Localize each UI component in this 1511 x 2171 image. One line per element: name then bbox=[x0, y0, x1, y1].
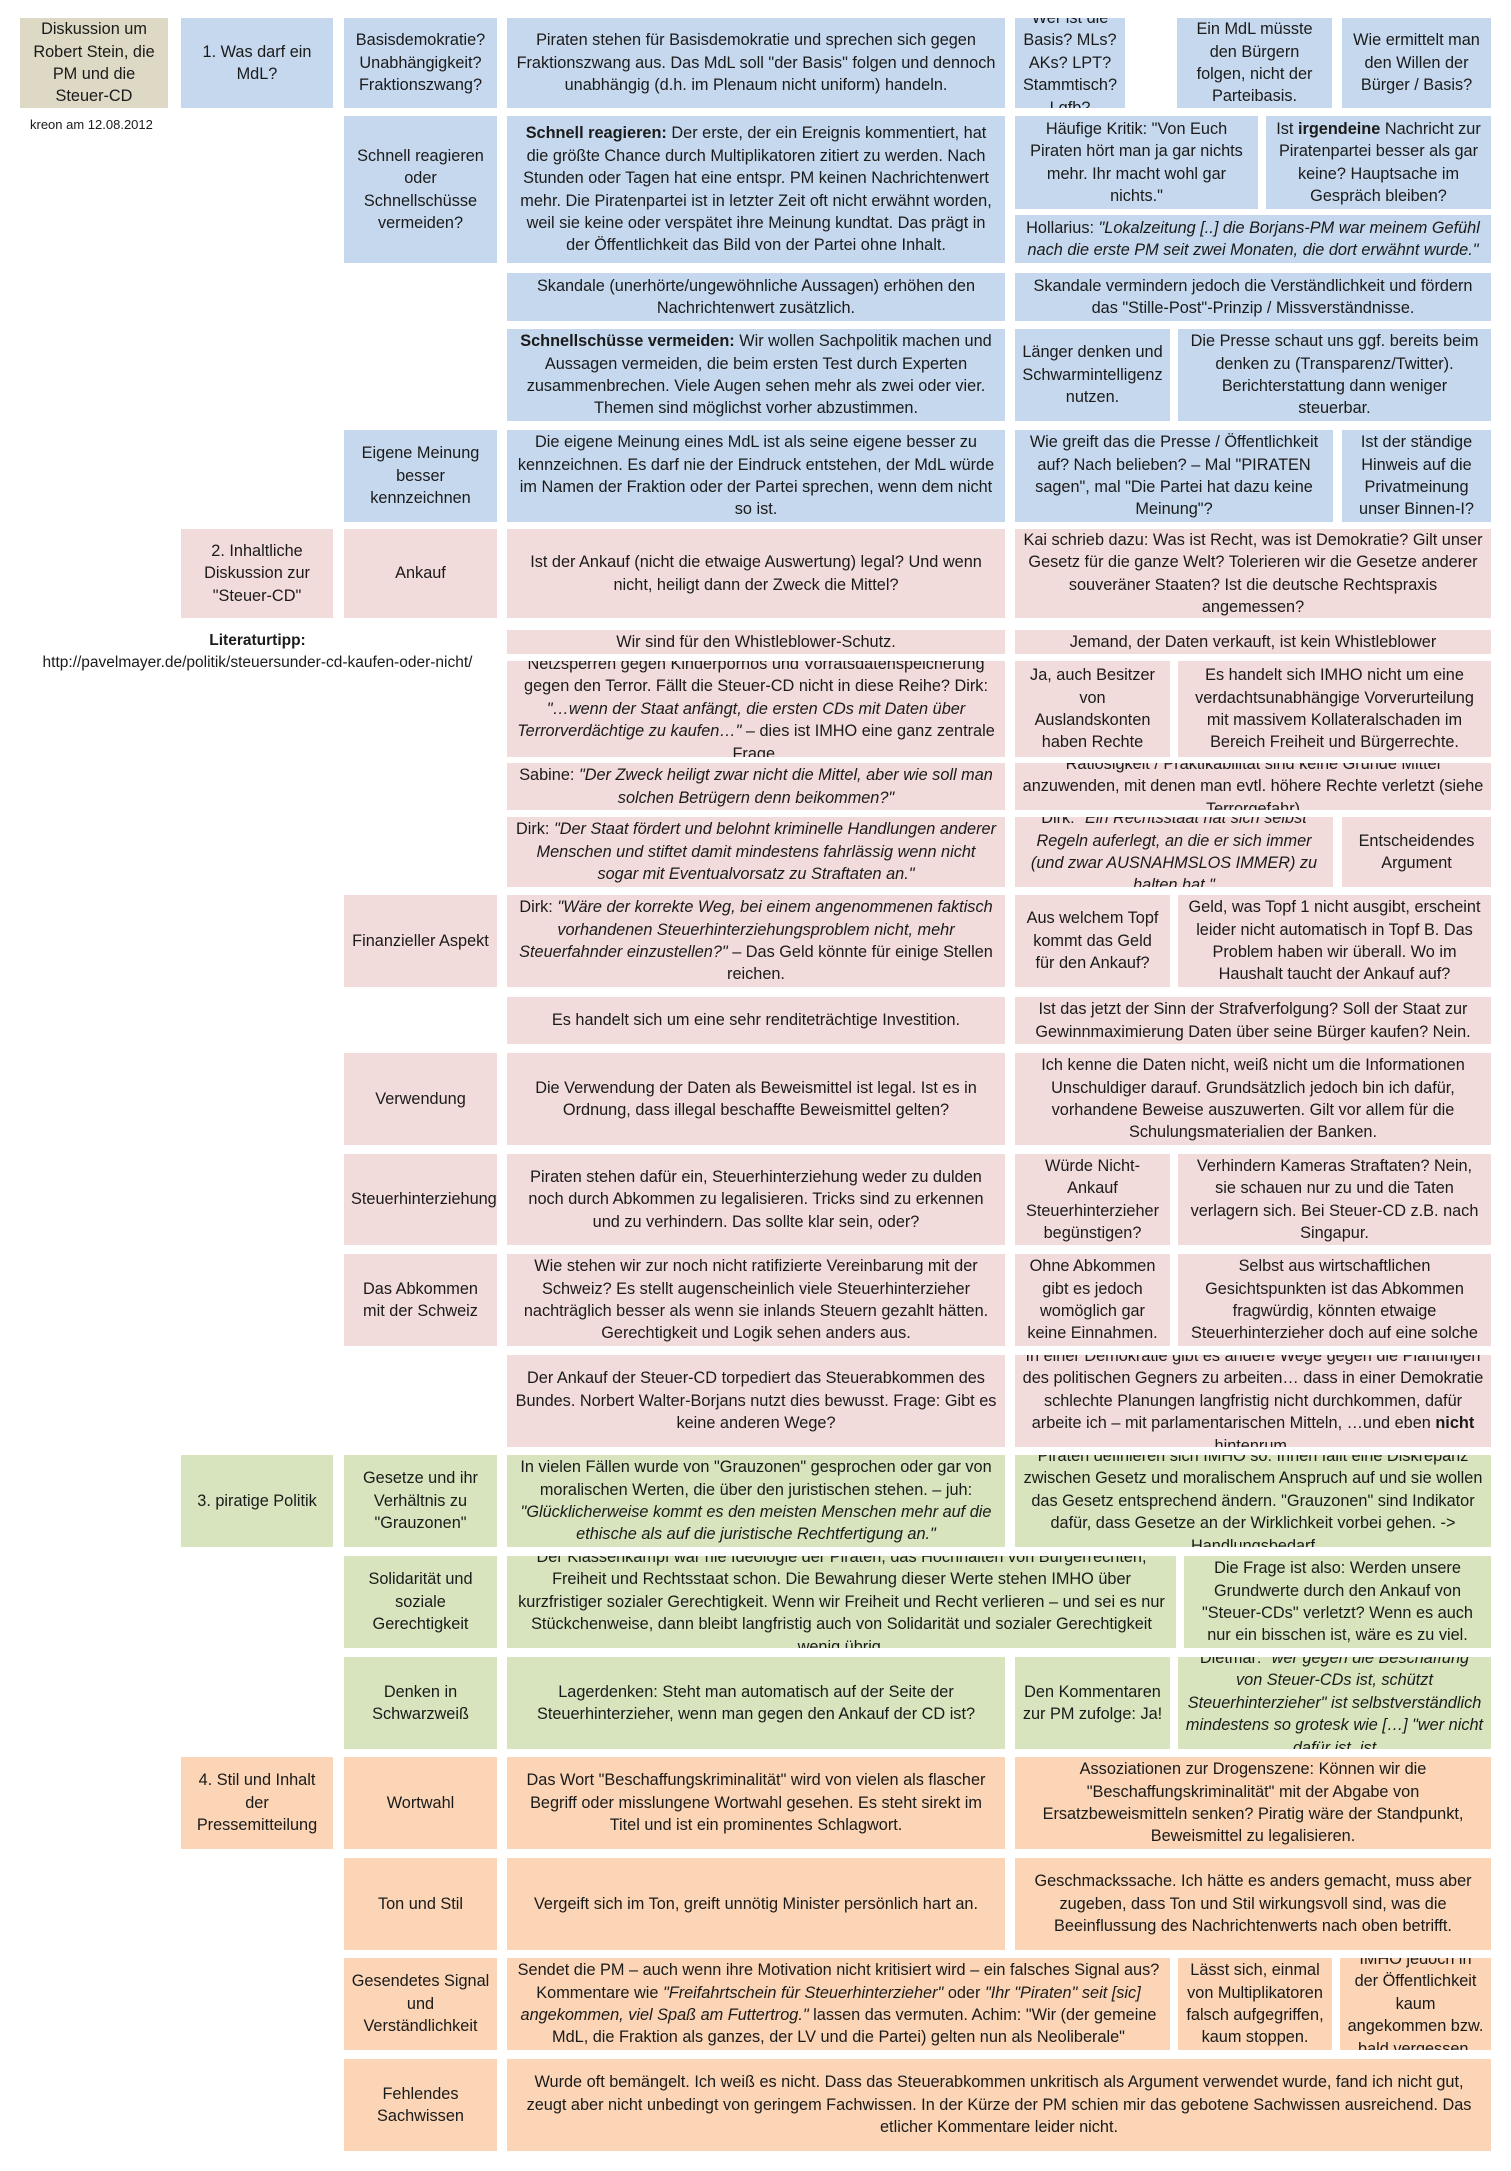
comment-cell: Häufige Kritik: "Von Euch Piraten hört m… bbox=[1015, 116, 1258, 209]
statement-cell: Die eigene Meinung eines MdL ist als sei… bbox=[507, 430, 1005, 522]
decisive-argument-cell: Entscheidendes Argument bbox=[1342, 817, 1491, 887]
statement-cell: Lagerdenken: Steht man automatisch auf d… bbox=[507, 1657, 1005, 1749]
topic-basisdemokratie: Basisdemokratie? Unabhängigkeit? Fraktio… bbox=[344, 18, 497, 108]
document-title-box: Diskussion um Robert Stein, die PM und d… bbox=[20, 18, 168, 108]
statement-cell: Das Wort "Beschaffungskriminalität" wird… bbox=[507, 1757, 1005, 1849]
statement-cell: Die Verwendung der Daten als Beweismitte… bbox=[507, 1053, 1005, 1145]
document-title: Diskussion um Robert Stein, die PM und d… bbox=[33, 20, 155, 106]
statement-cell: In vielen Fällen wurde von "Grauzonen" g… bbox=[507, 1455, 1005, 1547]
literature-url: http://pavelmayer.de/politik/steuersunde… bbox=[42, 654, 473, 671]
comment-cell: Ist das jetzt der Sinn der Strafverfolgu… bbox=[1015, 997, 1491, 1044]
statement-cell: Piraten stehen für Basisdemokratie und s… bbox=[507, 18, 1005, 108]
comment-cell: Aus welchem Topf kommt das Geld für den … bbox=[1015, 895, 1170, 987]
statement-cell: Es handelt sich um eine sehr renditeträc… bbox=[507, 997, 1005, 1044]
statement-cell: Vergeift sich im Ton, greift unnötig Min… bbox=[507, 1858, 1005, 1950]
comment-cell: Ein MdL müsste den Bürgern folgen, nicht… bbox=[1177, 18, 1332, 108]
comment-cell: Dietmar: "wer gegen die Beschaffung von … bbox=[1178, 1657, 1491, 1749]
section-3: 3. piratige Politik bbox=[181, 1455, 333, 1547]
statement-cell: Sabine: "Der Zweck heiligt zwar nicht di… bbox=[507, 763, 1005, 810]
author-line: kreon am 12.08.2012 bbox=[30, 117, 153, 132]
comment-cell: Würde Nicht-Ankauf Steuerhinterzieher be… bbox=[1015, 1154, 1170, 1245]
comment-cell: Ist irgendeine Nachricht zur Piratenpart… bbox=[1266, 116, 1491, 209]
statement-cell: Piraten stehen dafür ein, Steuerhinterzi… bbox=[507, 1154, 1005, 1245]
statement-cell: Schnell reagieren: Der erste, der ein Er… bbox=[507, 116, 1005, 263]
comment-cell: Den Kommentaren zur PM zufolge: Ja! bbox=[1015, 1657, 1170, 1749]
topic-solidaritaet: Solidarität und soziale Gerechtigkeit bbox=[344, 1556, 497, 1648]
topic-schnell-reagieren: Schnell reagieren oder Schnellschüsse ve… bbox=[344, 116, 497, 263]
comment-cell: Ich kenne die Daten nicht, weiß nicht um… bbox=[1015, 1053, 1491, 1145]
topic-abkommen-schweiz: Das Abkommen mit der Schweiz bbox=[344, 1254, 497, 1346]
literature-tip: Literaturtipp: http://pavelmayer.de/poli… bbox=[20, 630, 495, 674]
comment-cell: Skandale vermindern jedoch die Verständl… bbox=[1015, 273, 1491, 321]
statement-cell: Schnellschüsse vermeiden: Wir wollen Sac… bbox=[507, 329, 1005, 421]
comment-cell: Wie ermittelt man den Willen der Bürger … bbox=[1342, 18, 1491, 108]
section-2: 2. Inhaltliche Diskussion zur "Steuer-CD… bbox=[181, 529, 333, 618]
statement-cell: Skandale (unerhörte/ungewöhnliche Aussag… bbox=[507, 273, 1005, 321]
statement-cell: Ist der Ankauf (nicht die etwaige Auswer… bbox=[507, 529, 1005, 618]
topic-eigene-meinung: Eigene Meinung besser kennzeichnen bbox=[344, 430, 497, 522]
statement-cell: Wie stehen wir zur noch nicht ratifizier… bbox=[507, 1254, 1005, 1346]
statement-cell: Der Ankauf der Steuer-CD torpediert das … bbox=[507, 1355, 1005, 1447]
topic-verwendung: Verwendung bbox=[344, 1053, 497, 1145]
statement-cell: Der Klassenkampf war nie Ideologie der P… bbox=[507, 1556, 1176, 1648]
topic-gesetze-grauzonen: Gesetze und ihr Verhältnis zu "Grauzonen… bbox=[344, 1455, 497, 1547]
comment-cell: Ist der ständige Hinweis auf die Privatm… bbox=[1342, 430, 1491, 522]
topic-signal: Gesendetes Signal und Verständlichkeit bbox=[344, 1958, 497, 2050]
statement-cell: Netzsperren gegen Kinderpornos und Vorra… bbox=[507, 661, 1005, 757]
comment-cell: Piraten definieren sich IMHO so: Ihnen f… bbox=[1015, 1455, 1491, 1547]
comment-cell: Es handelt sich IMHO nicht um eine verda… bbox=[1178, 661, 1491, 757]
topic-ankauf: Ankauf bbox=[344, 529, 497, 618]
comment-cell: Ohne Abkommen gibt es jedoch womöglich g… bbox=[1015, 1254, 1170, 1346]
statement-cell: Wir sind für den Whistleblower-Schutz. bbox=[507, 630, 1005, 654]
topic-wortwahl: Wortwahl bbox=[344, 1757, 497, 1849]
statement-cell: Dirk: "Der Staat fördert und belohnt kri… bbox=[507, 817, 1005, 887]
comment-cell: Wer ist die Basis? MLs? AKs? LPT? Stammt… bbox=[1015, 18, 1125, 108]
comment-cell: Geld, was Topf 1 nicht ausgibt, erschein… bbox=[1178, 895, 1491, 987]
topic-sachwissen: Fehlendes Sachwissen bbox=[344, 2059, 497, 2151]
topic-ton-stil: Ton und Stil bbox=[344, 1858, 497, 1950]
comment-cell: Dirk: "Ein Rechtsstaat hat sich selbst R… bbox=[1015, 817, 1333, 887]
comment-cell: Lässt sich, einmal von Multiplikatoren f… bbox=[1178, 1958, 1332, 2050]
comment-cell: Jemand, der Daten verkauft, ist kein Whi… bbox=[1015, 630, 1491, 654]
comment-cell: Ratlosigkeit / Praktikabilität sind kein… bbox=[1015, 763, 1491, 810]
comment-cell: Ja, auch Besitzer von Auslandskonten hab… bbox=[1015, 661, 1170, 757]
comment-cell: Geschmackssache. Ich hätte es anders gem… bbox=[1015, 1858, 1491, 1950]
comment-cell: Die Presse schaut uns ggf. bereits beim … bbox=[1178, 329, 1491, 421]
comment-cell: In einer Demokratie gibt es andere Wege … bbox=[1015, 1355, 1491, 1447]
comment-cell: Verhindern Kameras Straftaten? Nein, sie… bbox=[1178, 1154, 1491, 1245]
statement-cell: Wurde oft bemängelt. Ich weiß es nicht. … bbox=[507, 2059, 1491, 2151]
literature-label: Literaturtipp: bbox=[209, 632, 306, 649]
section-4: 4. Stil und Inhalt der Pressemitteilung bbox=[181, 1757, 333, 1849]
section-1: 1. Was darf ein MdL? bbox=[181, 18, 333, 108]
comment-cell: Kai schrieb dazu: Was ist Recht, was ist… bbox=[1015, 529, 1491, 618]
statement-cell: Dirk: "Wäre der korrekte Weg, bei einem … bbox=[507, 895, 1005, 987]
topic-steuerhinterziehung: Steuerhinterziehung bbox=[344, 1154, 497, 1245]
comment-cell: IMHO jedoch in der Öffentlichkeit kaum a… bbox=[1340, 1958, 1491, 2050]
topic-finanzieller-aspekt: Finanzieller Aspekt bbox=[344, 895, 497, 987]
topic-schwarzweiss: Denken in Schwarzweiß bbox=[344, 1657, 497, 1749]
comment-cell: Die Frage ist also: Werden unsere Grundw… bbox=[1184, 1556, 1491, 1648]
comment-cell: Assoziationen zur Drogenszene: Können wi… bbox=[1015, 1757, 1491, 1849]
comment-cell: Hollarius: "Lokalzeitung [..] die Borjan… bbox=[1015, 215, 1491, 263]
comment-cell: Wie greift das die Presse / Öffentlichke… bbox=[1015, 430, 1333, 522]
comment-cell: Länger denken und Schwarmintelligenz nut… bbox=[1015, 329, 1170, 421]
statement-cell: Sendet die PM – auch wenn ihre Motivatio… bbox=[507, 1958, 1170, 2050]
comment-cell: Selbst aus wirtschaftlichen Gesichtspunk… bbox=[1178, 1254, 1491, 1346]
